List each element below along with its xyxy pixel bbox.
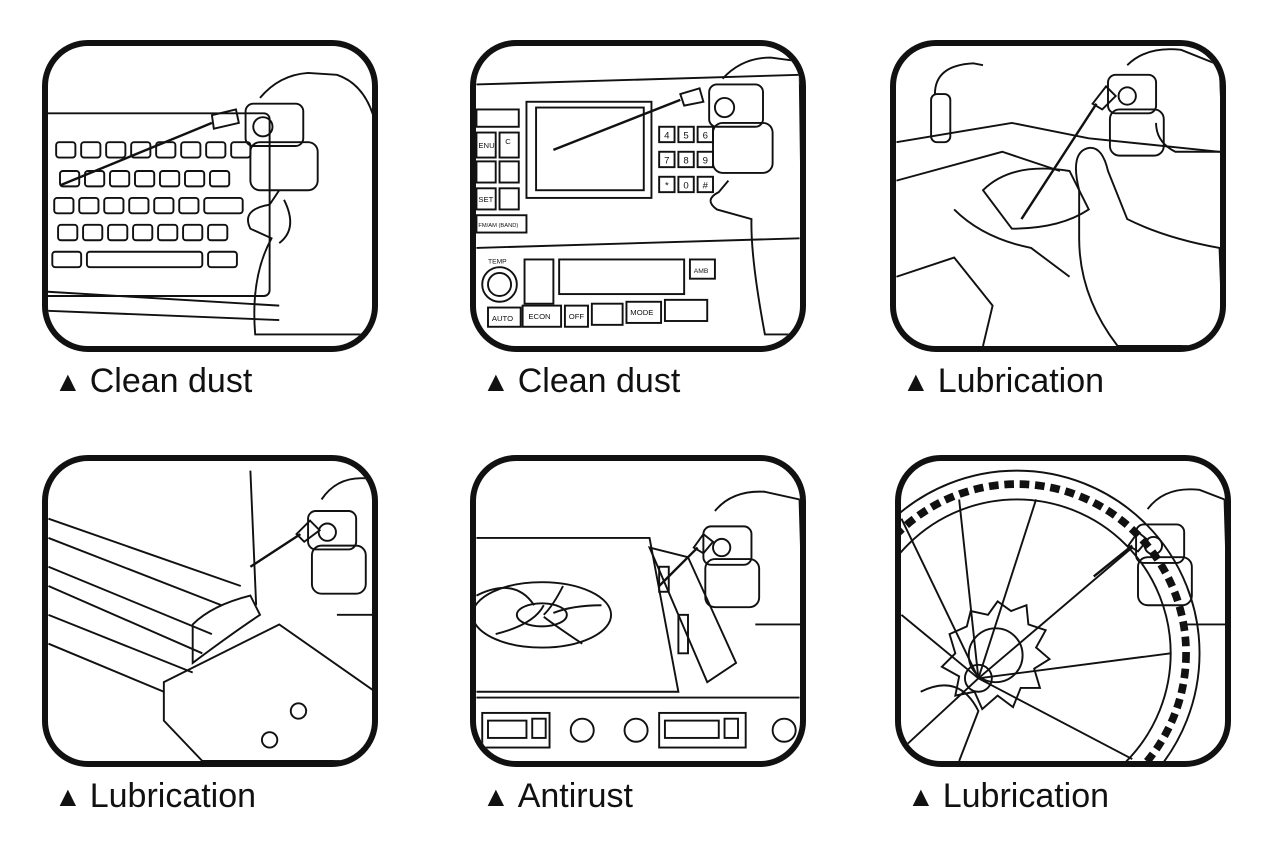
car-mode-label: MODE: [630, 308, 653, 317]
car-key-6: 6: [703, 130, 708, 141]
tile-caption: ▲ Clean dust: [54, 362, 252, 401]
car-enu-label: ENU: [478, 141, 494, 150]
car-key-7: 7: [664, 155, 669, 166]
car-key-0: 0: [683, 180, 688, 191]
tile-caption: ▲ Clean dust: [482, 362, 680, 401]
car-key-8: 8: [683, 155, 688, 166]
bicycle-lubrication-illustration: [901, 469, 1225, 761]
car-econ-label: ECON: [528, 312, 550, 321]
illustration-frame: [895, 455, 1231, 767]
car-auto-label: AUTO: [492, 314, 513, 323]
caption-text: Antirust: [517, 777, 633, 815]
car-c-label: C: [505, 137, 511, 146]
car-set-label: SET: [478, 195, 493, 204]
caption-text: Lubrication: [89, 777, 257, 815]
tile-caption: ▲ Lubrication: [907, 777, 1109, 816]
caption-text: Lubrication: [942, 777, 1110, 815]
car-amb-label: AMB: [694, 268, 709, 275]
triangle-bullet-icon: ▲: [907, 780, 935, 812]
triangle-bullet-icon: ▲: [482, 365, 510, 397]
car-panel-cleaning-illustration: ENU C SET FM/AM (BAND) 4 5 6 7 8 9 *: [476, 56, 800, 336]
car-key-hash: #: [703, 180, 709, 191]
car-band-label: FM/AM (BAND): [478, 223, 518, 229]
illustration-frame: [42, 40, 378, 352]
illustration-frame: [890, 40, 1226, 352]
caption-text: Lubrication: [937, 362, 1105, 400]
keyboard-cleaning-illustration: [48, 71, 372, 336]
caption-text: Clean dust: [517, 362, 681, 400]
triangle-bullet-icon: ▲: [54, 365, 82, 397]
tile-caption: ▲ Lubrication: [54, 777, 256, 816]
tile-caption: ▲ Antirust: [482, 777, 633, 816]
car-key-9: 9: [703, 155, 708, 166]
tile-caption: ▲ Lubrication: [902, 362, 1104, 401]
rail-lubrication-illustration: [48, 470, 372, 761]
car-off-label: OFF: [569, 312, 585, 321]
car-key-4: 4: [664, 130, 670, 141]
triangle-bullet-icon: ▲: [902, 365, 930, 397]
graphics-card-antirust-illustration: [476, 490, 800, 749]
caption-text: Clean dust: [89, 362, 253, 400]
illustration-frame: [470, 455, 806, 767]
car-key-star: *: [665, 180, 669, 191]
illustration-frame: ENU C SET FM/AM (BAND) 4 5 6 7 8 9 *: [470, 40, 806, 352]
triangle-bullet-icon: ▲: [482, 780, 510, 812]
illustration-frame: [42, 455, 378, 767]
car-temp-label: TEMP: [488, 258, 507, 265]
car-key-5: 5: [683, 130, 688, 141]
triangle-bullet-icon: ▲: [54, 780, 82, 812]
hinge-lubrication-illustration: [896, 48, 1220, 346]
